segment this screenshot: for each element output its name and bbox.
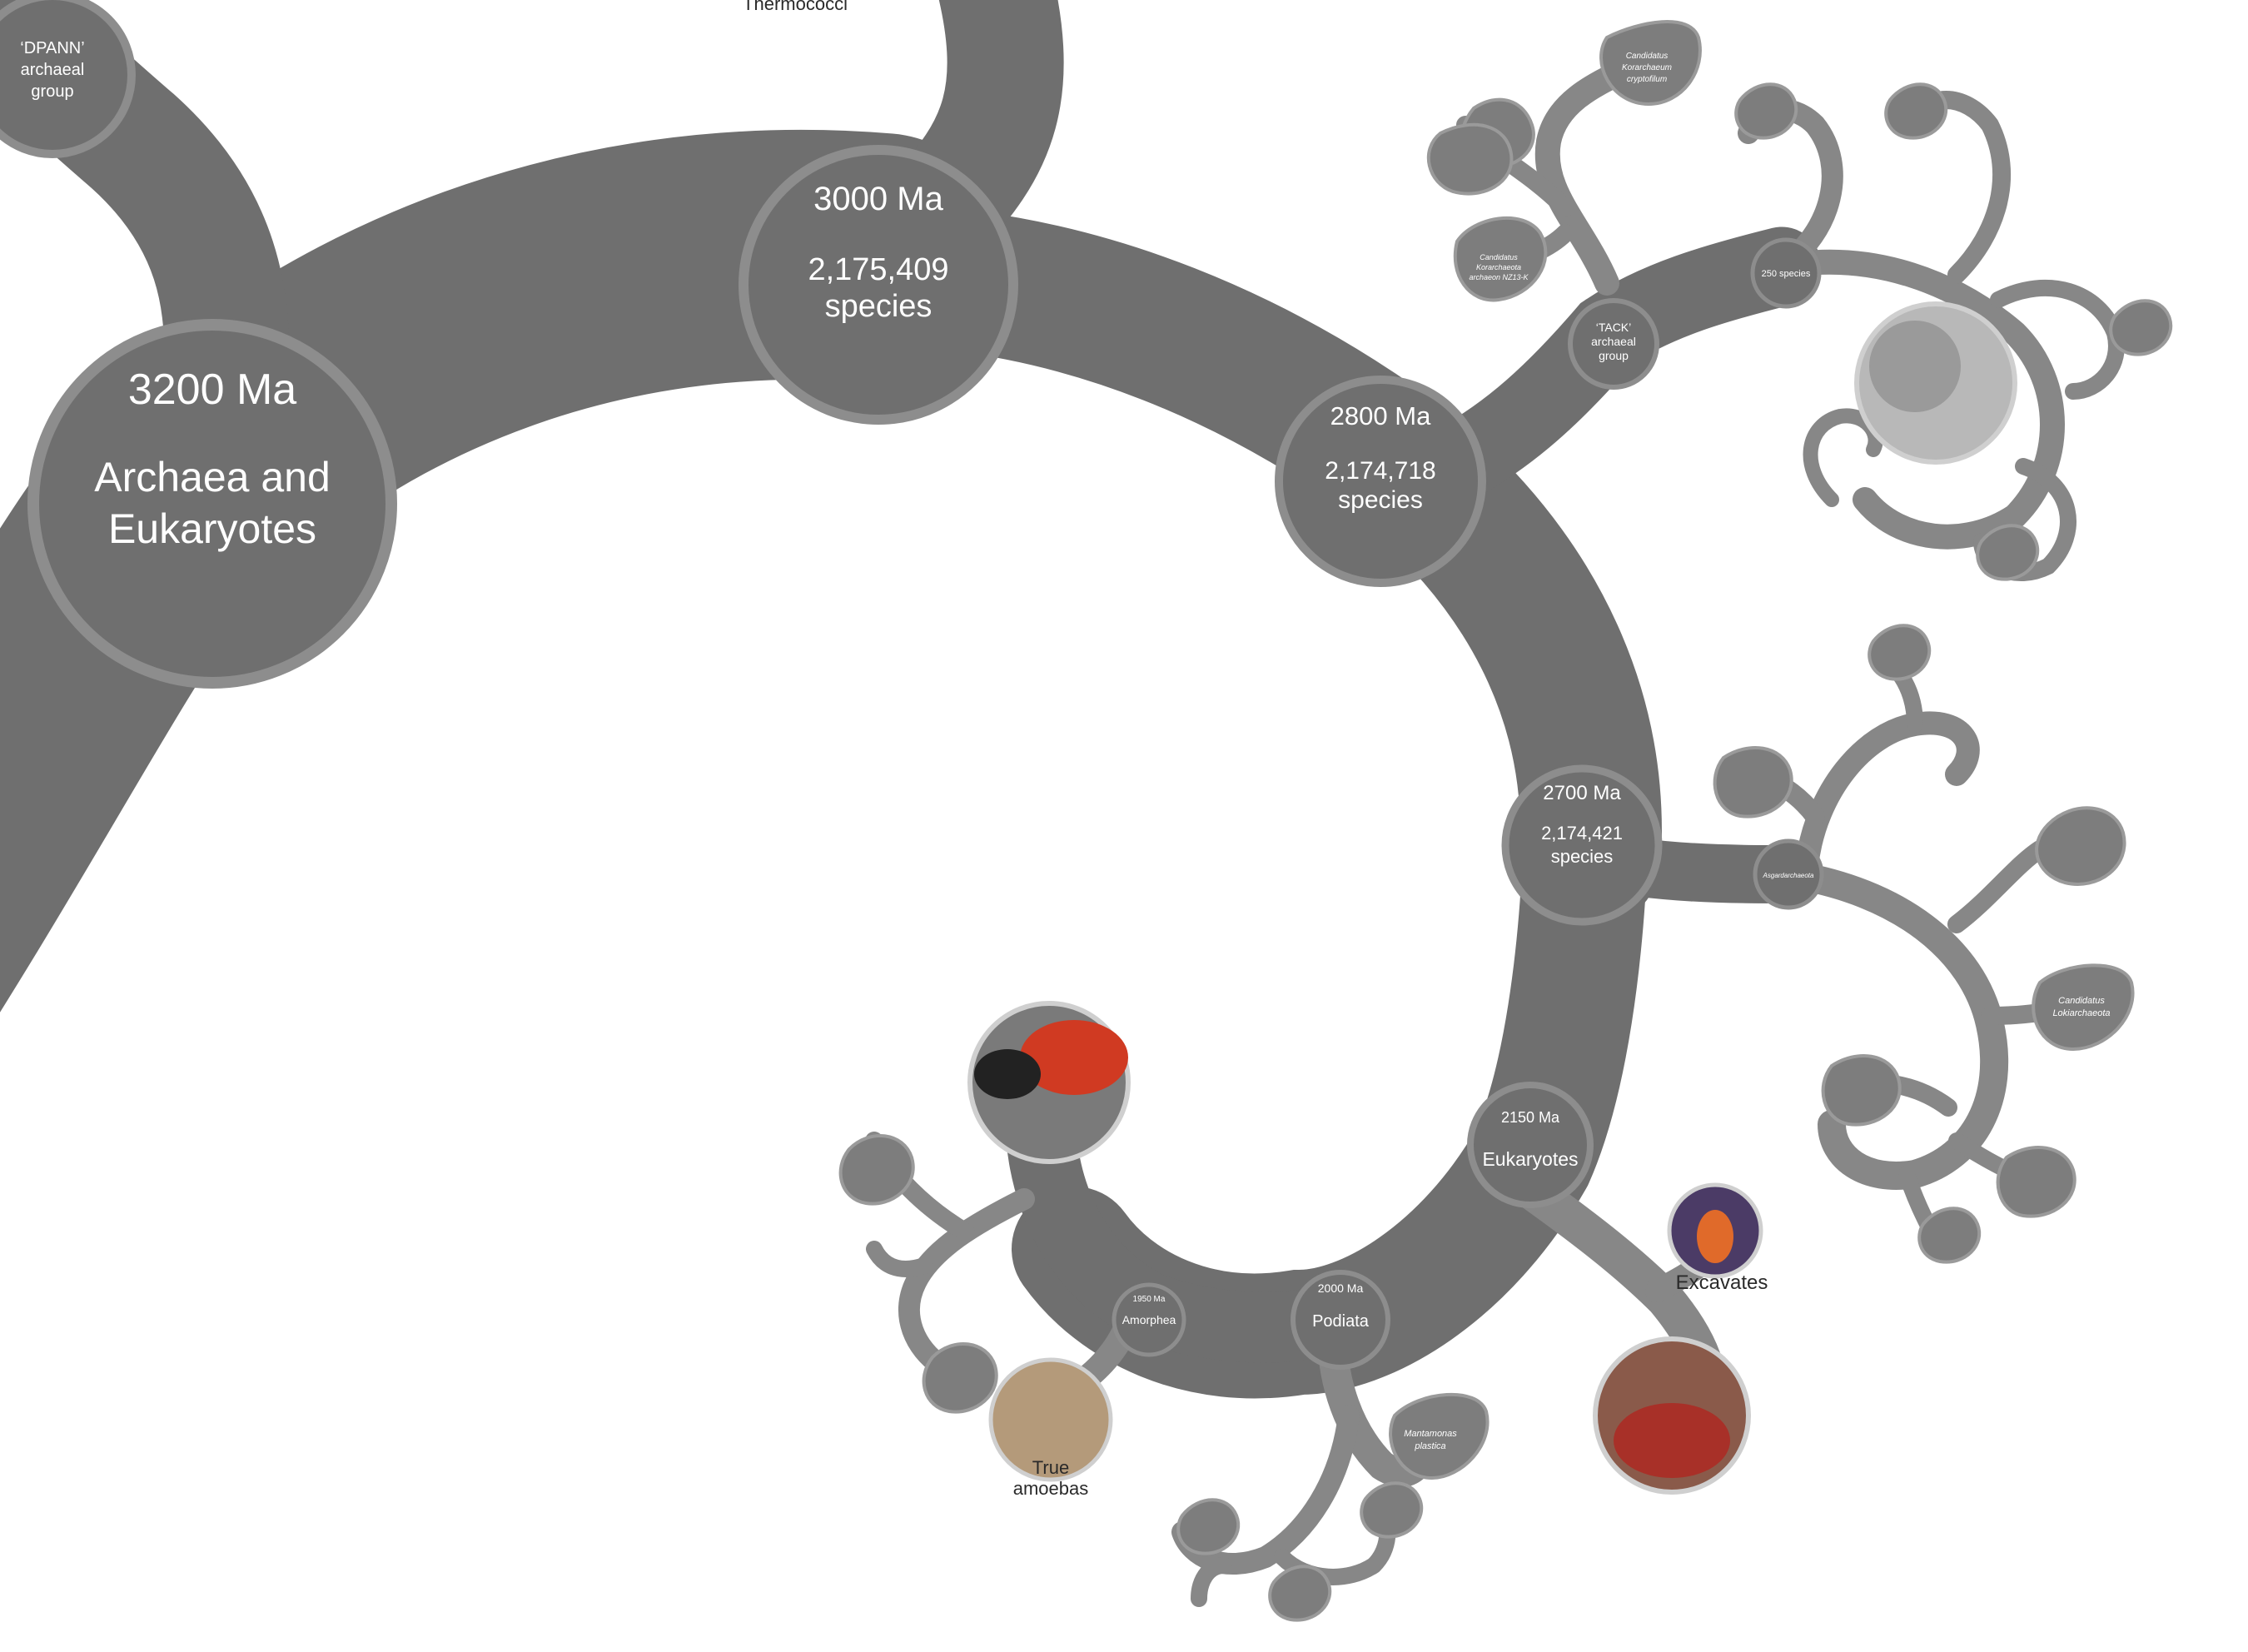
ladybird-head (974, 1049, 1041, 1099)
ladybird-body (1020, 1020, 1128, 1095)
node-2800ma-age: 2800 Ma (1330, 401, 1431, 430)
node-2800ma-species-count: 2,174,718 (1325, 457, 1435, 485)
node-2700ma[interactable]: 2700 Ma 2,174,421 species (1501, 764, 1663, 926)
asgard-label: Asgardarchaeota (1763, 872, 1814, 879)
svg-text:archaeal: archaeal (21, 61, 85, 79)
archaea-eukaryotes-name-2: Eukaryotes (108, 505, 316, 552)
podiata-name: Podiata (1312, 1312, 1370, 1331)
amorphea-age: 1950 Ma (1133, 1295, 1166, 1304)
korarchaeum-label-2: Korarchaeum (1622, 63, 1672, 72)
red-plant-fill (1614, 1403, 1730, 1478)
svg-text:group: group (31, 82, 73, 101)
node-3000ma-age: 3000 Ma (813, 181, 943, 217)
amorphea-name: Amorphea (1122, 1313, 1176, 1326)
node-mantamonas[interactable]: Mantamonas plastica (1389, 1392, 1490, 1480)
node-korarchaeota[interactable]: Candidatus Korarchaeota archaeon NZ13-K (1453, 216, 1548, 302)
microbe-photo-texture (1869, 321, 1961, 412)
korarchaeum-label-3: cryptofilum (1627, 75, 1667, 84)
korarchaeota-label-1: Candidatus (1480, 253, 1518, 261)
node-eukaryotes[interactable]: 2150 Ma Eukaryotes (1467, 1082, 1594, 1208)
dpann-label-3: group (31, 82, 73, 101)
node-2800ma[interactable]: 2800 Ma 2,174,718 species (1275, 376, 1486, 587)
korarchaeum-label-1: Candidatus (1626, 52, 1669, 61)
photo-nodes (967, 301, 2017, 1495)
node-3000ma[interactable]: 3000 Ma 2,175,409 species (739, 145, 1018, 425)
node-2800ma-species-word: species (1338, 486, 1423, 514)
node-2700ma-species-word: species (1551, 846, 1614, 867)
leaves (838, 82, 2173, 1622)
excavates-cell (1697, 1210, 1733, 1263)
node-lokiarchaeota[interactable]: Candidatus Lokiarchaeota (2032, 963, 2135, 1052)
eukaryotes-name: Eukaryotes (1482, 1148, 1578, 1170)
node-podiata[interactable]: 2000 Ma Podiata (1291, 1270, 1390, 1370)
node-3000ma-species-count: 2,175,409 (808, 252, 948, 287)
thermococci-label: Thermococci (743, 0, 848, 14)
tack-label-2: archaeal (1591, 335, 1636, 348)
node-tack[interactable]: ‘TACK’ archaeal group (1568, 298, 1659, 390)
true-amoebas-label-1: True (1032, 1457, 1069, 1478)
node-250-species[interactable]: 250 species (1750, 237, 1822, 309)
dpann-label-1: ‘DPANN’ (20, 39, 84, 57)
svg-text:‘DPANN’: ‘DPANN’ (20, 39, 84, 57)
mantamonas-label-1: Mantamonas (1404, 1429, 1457, 1439)
node-3000ma-species-word: species (825, 289, 933, 324)
lokiarchaeota-label-1: Candidatus (2058, 996, 2105, 1006)
eukaryotes-age: 2150 Ma (1501, 1109, 1560, 1126)
node-korarchaeum[interactable]: Candidatus Korarchaeum cryptofilum (1599, 20, 1702, 107)
node-2700ma-species-count: 2,174,421 (1541, 823, 1623, 843)
node-amorphea[interactable]: 1950 Ma Amorphea (1112, 1282, 1186, 1357)
true-amoebas-photo[interactable] (988, 1357, 1113, 1482)
lokiarchaeota-label-2: Lokiarchaeota (2052, 1008, 2110, 1018)
true-amoebas-label-2: amoebas (1013, 1478, 1089, 1499)
tack-label-1: ‘TACK’ (1596, 321, 1632, 334)
podiata-age: 2000 Ma (1318, 1281, 1364, 1295)
node-asgard[interactable]: Asgardarchaeota (1753, 838, 1824, 910)
dpann-label-2: archaeal (21, 61, 85, 79)
node-dpann[interactable]: ‘DPANN’ archaeal group (0, 0, 136, 158)
korarchaeota-label-3: archaeon NZ13-K (1469, 273, 1529, 281)
node-2700ma-age: 2700 Ma (1543, 782, 1621, 804)
korarchaeota-label-2: Korarchaeota (1476, 263, 1521, 271)
tack-label-3: group (1599, 349, 1629, 362)
node-archaea-eukaryotes[interactable]: 3200 Ma Archaea and Eukaryotes (27, 319, 397, 689)
archaea-eukaryotes-name-1: Archaea and (94, 454, 331, 500)
archaea-eukaryotes-age: 3200 Ma (128, 366, 296, 414)
excavates-label: Excavates (1676, 1271, 1768, 1294)
250-species-label: 250 species (1762, 269, 1811, 279)
mantamonas-label-2: plastica (1414, 1441, 1445, 1451)
